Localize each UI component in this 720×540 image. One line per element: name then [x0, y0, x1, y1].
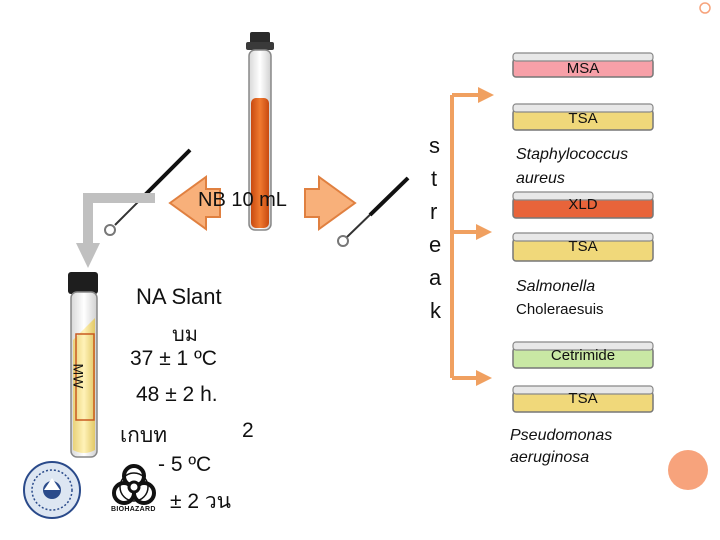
slant-store-num: 2	[242, 419, 254, 442]
slant-store-temp: - 5 ºC	[158, 453, 212, 476]
plate-label-msa: MSA	[566, 60, 600, 77]
streak-bracket	[450, 93, 482, 380]
streak-letter: t	[431, 166, 438, 191]
biohazard-label: BIOHAZARD	[111, 506, 156, 513]
broth-label: NB 10 mL	[198, 189, 287, 211]
plate-tsa-1	[512, 103, 654, 131]
organism-genus: Staphylococcus	[516, 146, 629, 163]
inoculating-loop-icon	[104, 148, 192, 236]
inoculating-loop-icon	[337, 176, 410, 247]
university-seal-icon	[23, 461, 81, 519]
streak-letter: r	[430, 199, 438, 224]
slant-temp: 37 ± 1 ºC	[130, 347, 217, 370]
slant-store-days: ± 2 วน	[170, 490, 232, 513]
plate-label-cetrimide: Cetrimide	[550, 347, 616, 364]
plate-xld	[512, 191, 654, 219]
plate-cetrimide	[512, 341, 654, 369]
broth-medium	[251, 98, 269, 228]
organism-genus: Pseudomonas	[510, 427, 613, 444]
organism-genus: Salmonella	[516, 278, 596, 295]
slant-name: NA Slant	[136, 284, 222, 309]
plate-tsa-2	[512, 232, 654, 262]
broth-tube	[246, 32, 274, 231]
slant-line2: บม	[172, 324, 198, 346]
organism-species: aureus	[516, 170, 565, 187]
plate-msa	[512, 52, 654, 78]
slant-tube-cap	[68, 272, 98, 294]
decorative-circle	[668, 450, 708, 490]
arrow-down-to-slant	[76, 193, 155, 268]
slant-tube	[68, 272, 98, 458]
decorative-circle	[699, 2, 711, 14]
streak-letter: k	[430, 298, 441, 323]
biohazard-icon	[112, 464, 156, 505]
organism-species: Choleraesuis	[516, 301, 604, 318]
arrow-head	[478, 87, 494, 103]
arrow-head	[476, 224, 492, 240]
organism-species: aeruginosa	[510, 449, 590, 466]
arrow-left	[168, 175, 221, 231]
plate-label-xld: XLD	[568, 196, 598, 213]
arrow-right	[304, 175, 357, 231]
arrow-head	[476, 370, 492, 386]
streak-letter: e	[429, 232, 442, 257]
slant-time: 48 ± 2 h.	[136, 383, 218, 406]
plate-label-tsa: TSA	[568, 390, 598, 407]
tube-side-label: MW	[70, 363, 87, 389]
plate-label-tsa: TSA	[568, 110, 598, 127]
slant-store-label: เกบท	[120, 424, 168, 447]
plate-tsa-3	[512, 385, 654, 413]
streak-letter: s	[429, 133, 440, 158]
streak-letter: a	[429, 265, 442, 290]
plate-label-tsa: TSA	[568, 238, 598, 255]
